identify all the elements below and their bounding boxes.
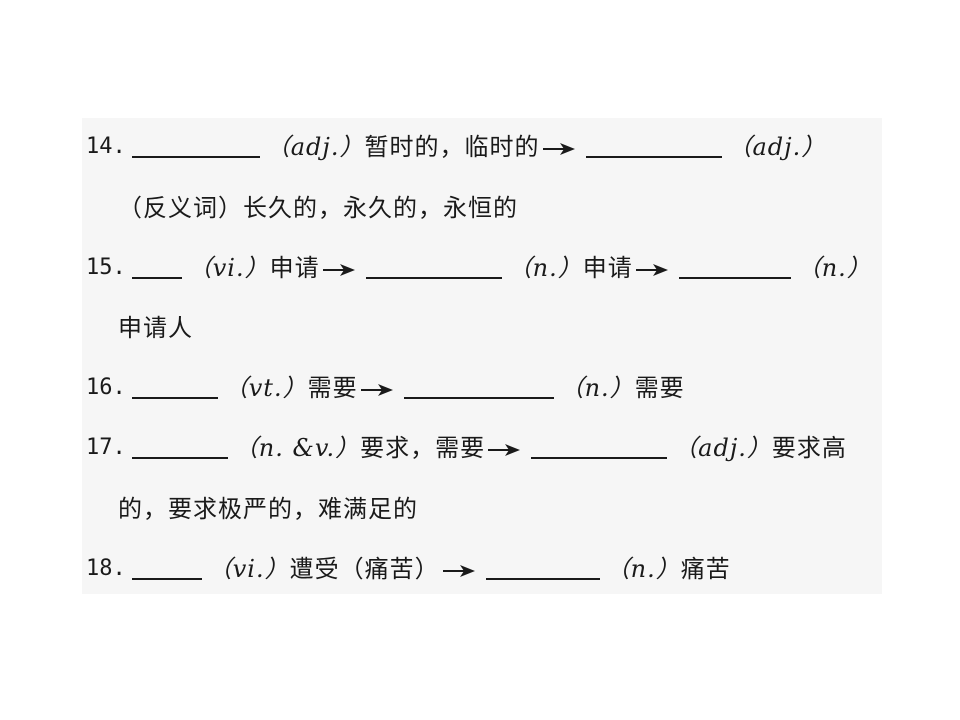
part-of-speech: （adj.） [727,133,827,161]
part-of-speech: （vi.） [207,555,290,583]
answer-blank[interactable] [131,552,202,580]
item-number: 14. [86,134,126,159]
part-of-speech: （n.） [507,254,583,282]
answer-blank[interactable] [585,130,722,158]
item-17-line-2: 的，要求极严的，难满足的 [118,484,882,524]
item-18-line-1: 18. （vi.） 遭受（痛苦） （n.） 痛苦 [86,544,882,584]
answer-blank[interactable] [131,251,182,279]
answer-blank[interactable] [403,371,554,399]
item-17-line-1: 17. （n. &v.） 要求，需要 （adj.） 要求高 [86,423,882,463]
part-of-speech: （vi.） [187,254,270,282]
arrow-right-icon [487,439,521,459]
meaning: 暂时的，临时的 [364,133,540,161]
part-of-speech: （n.） [796,254,872,282]
arrow-right-icon [322,259,356,279]
arrow-right-icon [360,379,394,399]
meaning: 需要 [634,374,685,402]
meaning: 需要 [307,374,358,402]
item-number: 17. [86,435,126,460]
part-of-speech: （n.） [559,374,635,402]
part-of-speech: （vt.） [223,374,308,402]
meaning: 要求高 [771,434,847,462]
part-of-speech: （n.） [605,555,681,583]
item-number: 18. [86,556,126,581]
meaning: 要求，需要 [360,434,486,462]
item-16-line-1: 16. （vt.） 需要 （n.） 需要 [86,363,882,403]
meaning: （反义词）长久的，永久的，永恒的 [118,194,518,222]
meaning: 遭受（痛苦） [289,555,440,583]
meaning: 申请 [269,254,320,282]
arrow-right-icon [442,560,476,580]
meaning: 申请 [582,254,633,282]
answer-blank[interactable] [365,251,502,279]
worksheet-background [82,118,882,594]
arrow-right-icon [542,138,576,158]
item-number: 15. [86,255,126,280]
meaning: 痛苦 [680,555,731,583]
item-number: 16. [86,375,126,400]
part-of-speech: （adj.） [265,133,365,161]
answer-blank[interactable] [131,431,228,459]
answer-blank[interactable] [485,552,600,580]
item-14-line-2: （反义词）长久的，永久的，永恒的 [118,183,882,223]
answer-blank[interactable] [678,251,791,279]
answer-blank[interactable] [131,371,218,399]
answer-blank[interactable] [531,431,668,459]
part-of-speech: （adj.） [673,434,772,462]
arrow-right-icon [635,259,669,279]
answer-blank[interactable] [131,130,260,158]
meaning: 申请人 [118,314,193,342]
item-14-line-1: 14. （adj.） 暂时的，临时的 （adj.） [86,122,882,162]
item-15-line-2: 申请人 [118,303,882,343]
part-of-speech: （n. &v.） [233,434,361,462]
meaning: 的，要求极严的，难满足的 [118,495,418,523]
item-15-line-1: 15. （vi.） 申请 （n.） 申请 （n.） [86,243,882,283]
